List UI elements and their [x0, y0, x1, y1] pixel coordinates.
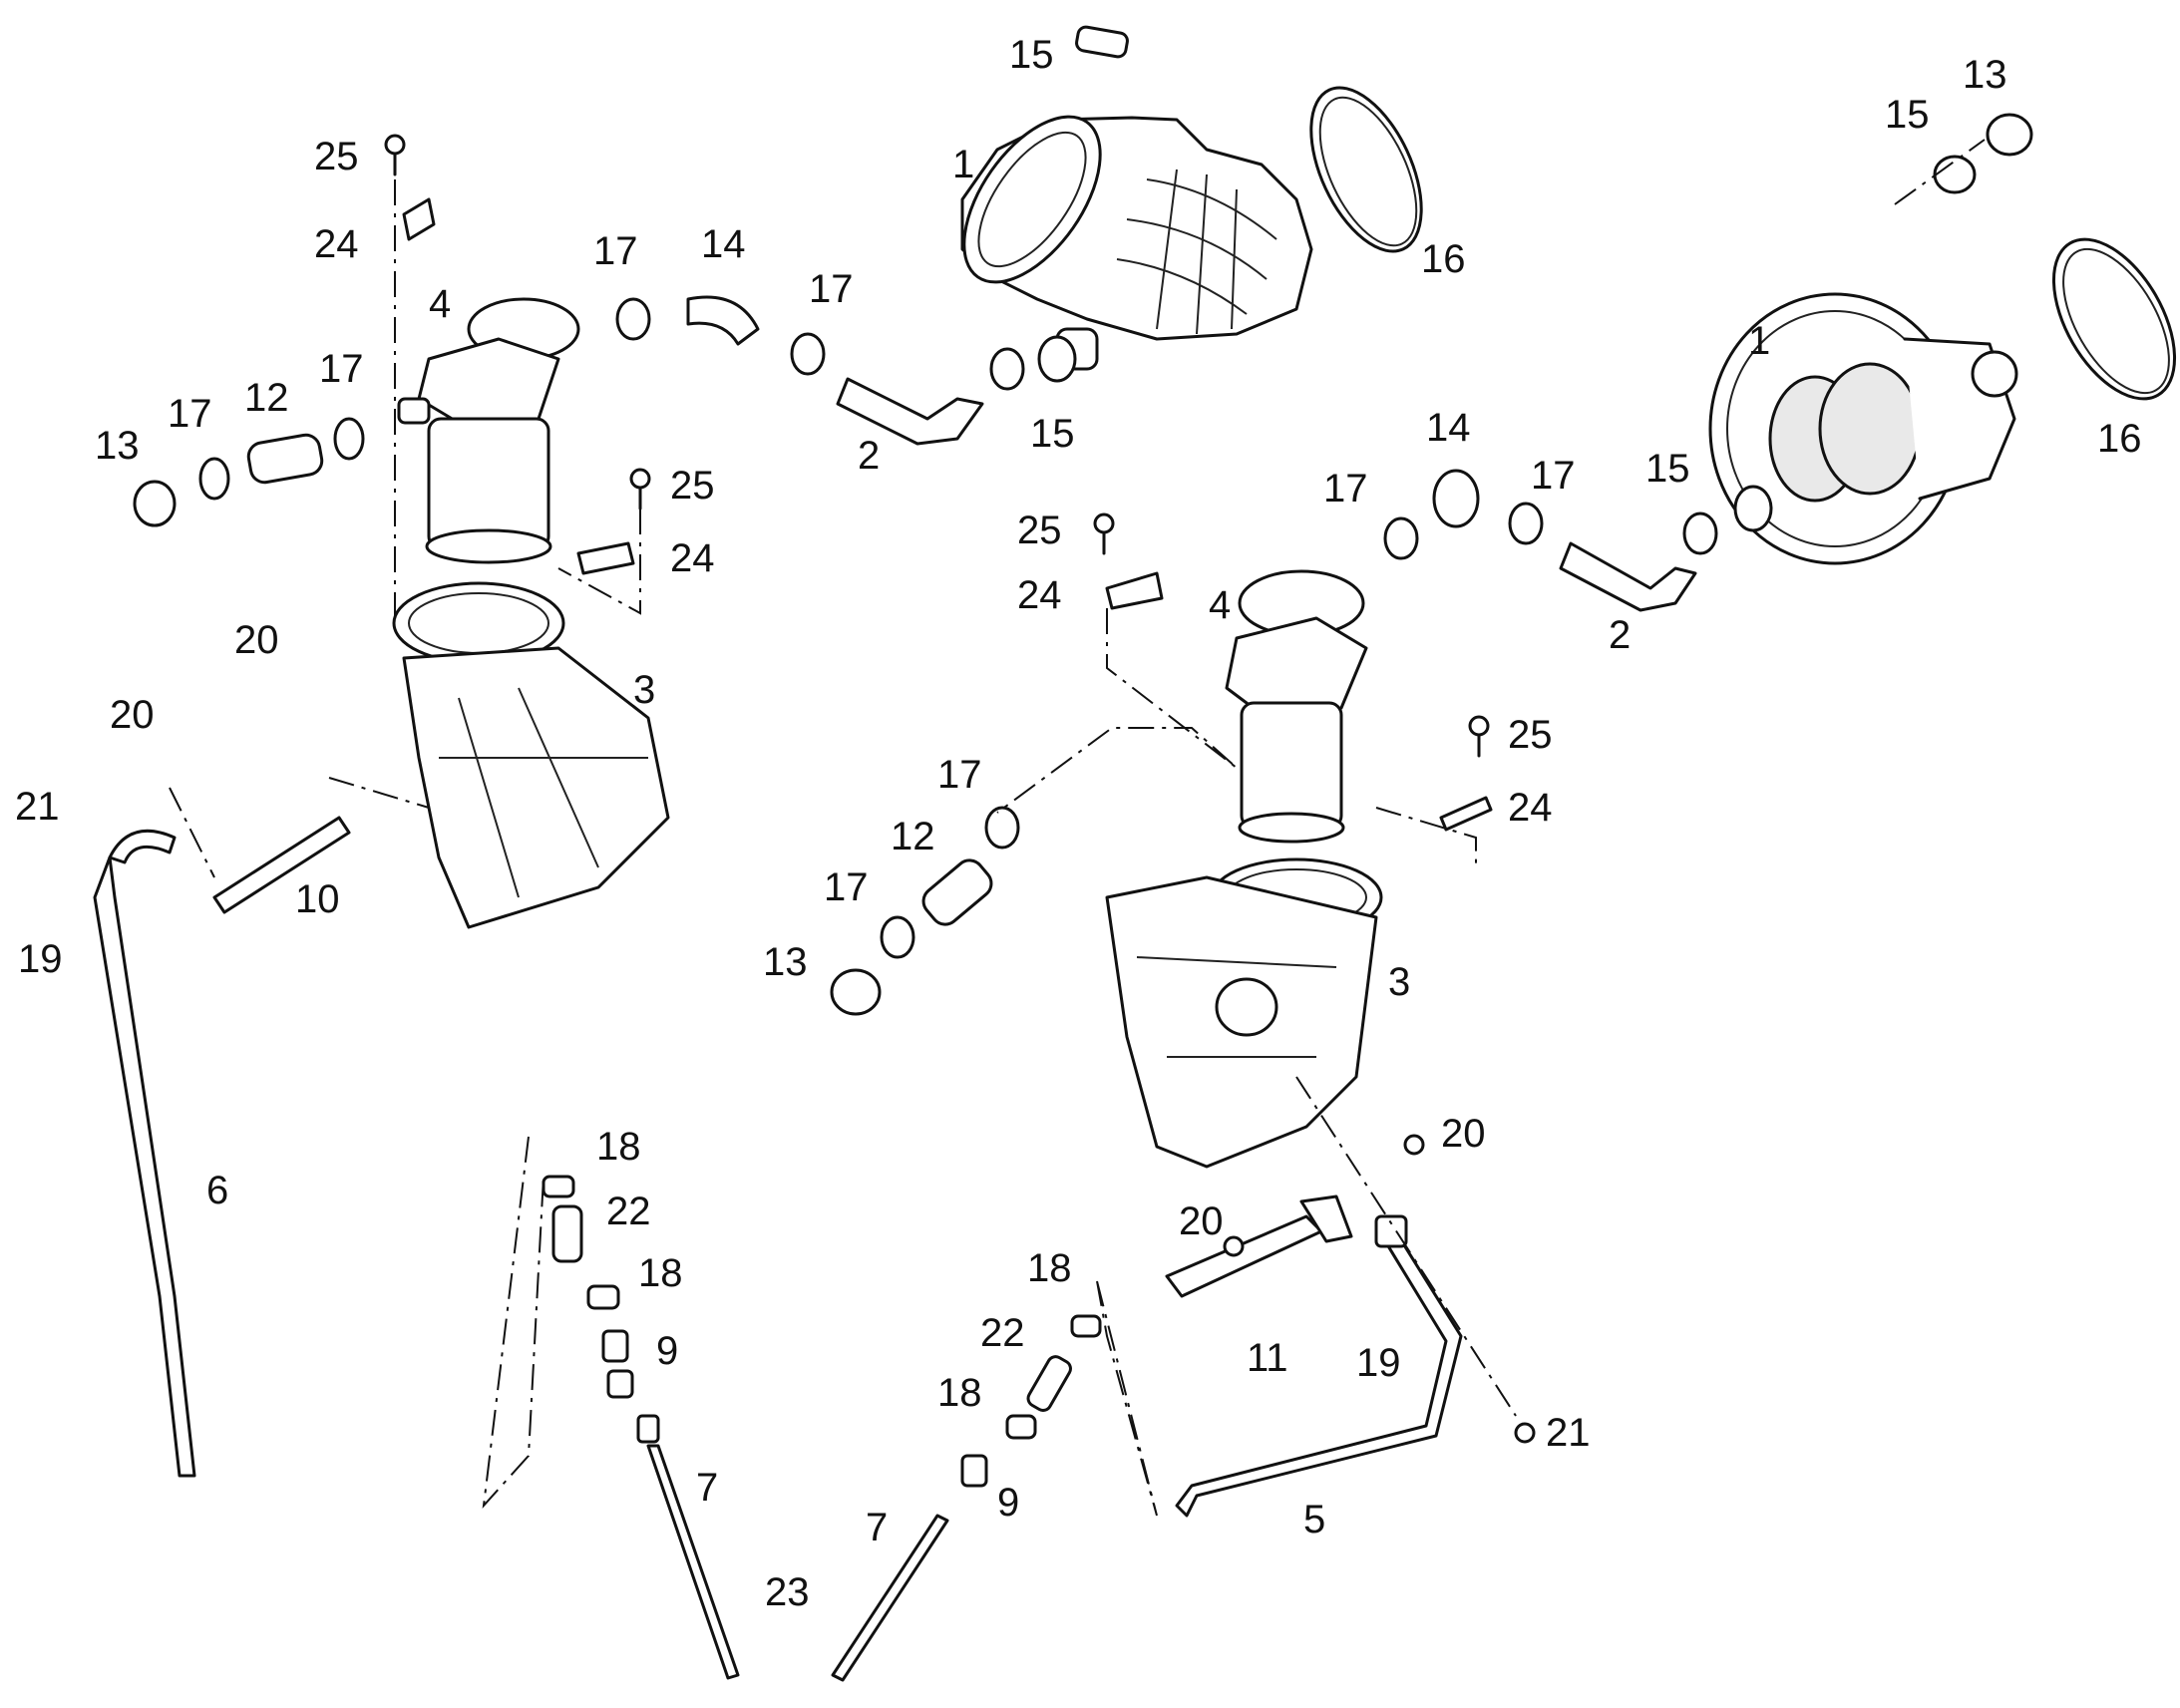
callout-label: 2: [858, 434, 880, 478]
airbox-lower-right: [1105, 857, 1383, 1169]
right-assembly: [830, 113, 2177, 1682]
callout-label: 24: [1508, 786, 1553, 830]
callout-label: 24: [314, 222, 359, 266]
callout-label: 17: [319, 347, 364, 391]
clamps-right: [880, 485, 1773, 959]
callout-label: 4: [1209, 583, 1231, 627]
callout-label: 11: [1247, 1336, 1288, 1380]
leader-line: [169, 179, 641, 1510]
callout-label: 21: [1546, 1411, 1591, 1455]
bolts-right: [1093, 512, 1536, 1444]
leader-line: [996, 139, 1986, 1517]
callout-label: 1: [952, 143, 974, 186]
callout-label: 24: [670, 536, 715, 580]
callout-labels: 1 1 2 2 3 3 4 4 5 6 7 7 9 9 10 11 12 12 …: [15, 33, 2142, 1614]
callout-label: 9: [656, 1329, 678, 1373]
callout-label: 15: [1030, 412, 1075, 456]
callout-label: 16: [1421, 237, 1466, 281]
callout-label: 18: [638, 1251, 683, 1295]
callout-label: 7: [696, 1466, 718, 1510]
hose-left: [686, 295, 984, 446]
airbox-upper-left: [397, 297, 580, 564]
callout-label: 17: [1323, 467, 1368, 511]
callout-label: 4: [429, 282, 451, 326]
callout-label: 12: [891, 815, 935, 858]
hose-and-cap-right: [830, 858, 993, 1016]
callout-label: 22: [980, 1311, 1025, 1355]
airbox-upper-right: [1225, 569, 1368, 844]
callout-label: 16: [2097, 417, 2142, 461]
callout-label: 10: [295, 877, 340, 921]
callout-label: 13: [763, 940, 808, 984]
callout-label: 21: [15, 785, 60, 829]
callout-label: 20: [110, 693, 155, 737]
cap-and-clamp-right-top: [1933, 113, 2033, 194]
intake-duct-right: [1708, 292, 2018, 565]
clamps-left: [615, 297, 1077, 391]
callout-label: 18: [937, 1371, 982, 1415]
band-clamp-left: [1309, 86, 1423, 253]
callout-label: 12: [244, 376, 289, 420]
callout-label: 3: [1388, 960, 1410, 1004]
callout-label: 18: [1027, 1246, 1072, 1290]
callout-label: 6: [206, 1169, 228, 1212]
callout-label: 13: [95, 424, 140, 468]
callout-label: 17: [168, 392, 212, 436]
callout-label: 19: [18, 937, 63, 981]
hose-and-cap-left: [133, 417, 365, 527]
callout-label: 20: [234, 618, 279, 662]
callout-label: 13: [1963, 53, 2007, 97]
callout-label: 17: [809, 267, 854, 311]
airbox-lower-left: [392, 581, 670, 929]
callout-label: 23: [765, 1570, 810, 1614]
callout-label: 17: [1531, 454, 1576, 498]
fitting-stack-right: [831, 1314, 1102, 1682]
callout-label: 18: [596, 1125, 641, 1169]
callout-label: 9: [997, 1481, 1019, 1525]
hose-right: [1432, 469, 1697, 612]
callout-label: 17: [593, 229, 638, 273]
callout-label: 24: [1017, 573, 1062, 617]
callout-label: 14: [1426, 406, 1471, 450]
bracket-and-rod-right: [1165, 1195, 1463, 1518]
callout-label: 14: [701, 222, 746, 266]
callout-label: 20: [1441, 1112, 1486, 1156]
callout-label: 20: [1179, 1199, 1224, 1243]
intake-duct-left: [960, 25, 1313, 371]
callout-label: 15: [1645, 447, 1690, 491]
callout-label: 15: [1009, 33, 1054, 77]
callout-label: 22: [606, 1190, 651, 1233]
callout-label: 1: [1748, 319, 1770, 363]
bracket-and-rod-left: [93, 816, 351, 1478]
callout-label: 17: [824, 865, 869, 909]
callout-label: 19: [1356, 1341, 1401, 1385]
callout-label: 25: [670, 464, 715, 508]
callout-label: 17: [937, 753, 982, 797]
callout-label: 7: [866, 1506, 888, 1549]
callout-label: 25: [314, 135, 359, 178]
callout-label: 2: [1609, 613, 1631, 657]
callout-label: 5: [1303, 1498, 1325, 1541]
left-assembly: [93, 25, 1423, 1680]
band-clamp-right: [2051, 237, 2177, 401]
bolts-left: [384, 134, 651, 575]
callout-label: 25: [1508, 713, 1553, 757]
callout-label: 15: [1885, 93, 1930, 137]
callout-label: 25: [1017, 509, 1062, 552]
callout-label: 3: [633, 668, 655, 712]
fitting-stack-left: [542, 1175, 740, 1680]
